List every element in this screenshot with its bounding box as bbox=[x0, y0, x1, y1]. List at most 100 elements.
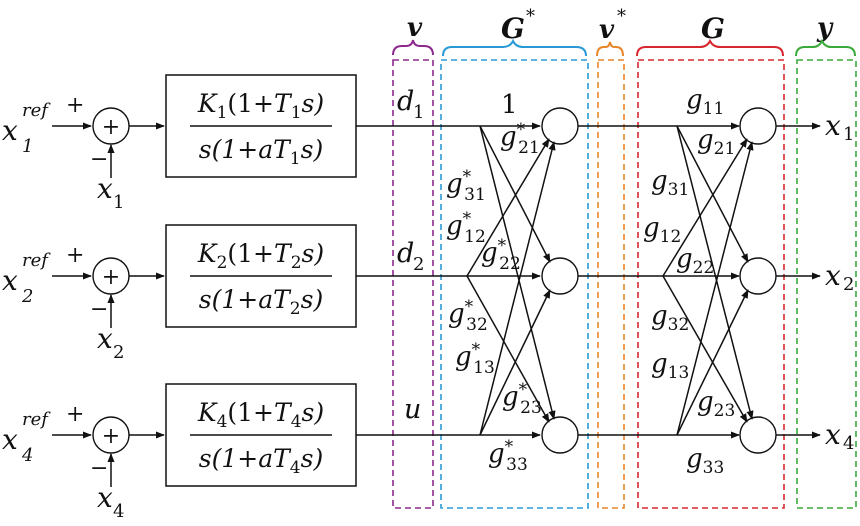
gstar-edge-1-2 bbox=[479, 125, 551, 263]
header-y-label: y bbox=[816, 13, 834, 43]
gstar-edge-3-1 bbox=[479, 141, 556, 436]
header-vstar: v * bbox=[596, 6, 626, 509]
brace-gstar bbox=[442, 38, 587, 57]
g-edge-1-3 bbox=[676, 125, 754, 420]
dashed-region-g bbox=[637, 59, 785, 509]
ref-input-2-sub: 2 bbox=[21, 286, 33, 307]
summing-junction-1-plus: + bbox=[102, 115, 120, 140]
header-vstar-label: v bbox=[599, 15, 615, 45]
signal-u: u bbox=[404, 394, 421, 425]
g-coupling-lines bbox=[662, 125, 754, 436]
header-gstar: G * bbox=[440, 6, 589, 509]
dashed-region-y bbox=[796, 59, 857, 509]
header-gstar-label: G bbox=[501, 12, 525, 45]
brace-v bbox=[392, 39, 434, 56]
minus-sign-4: − bbox=[90, 456, 108, 481]
brace-y bbox=[795, 38, 856, 57]
brace-g bbox=[636, 38, 784, 57]
sum-node-g-1 bbox=[739, 107, 777, 145]
sum-node-g-3 bbox=[739, 416, 777, 454]
loop-row-2: x 2 ref + + − x 2 K2(1+T2s) s(1+aT2s) d … bbox=[2, 224, 854, 363]
output-2-sub: 2 bbox=[843, 274, 854, 295]
dashed-region-gstar bbox=[440, 59, 589, 509]
sum-node-gstar-2 bbox=[541, 257, 579, 295]
gstar-edge-3-2 bbox=[479, 289, 551, 436]
sum-node-g-2 bbox=[739, 257, 777, 295]
signal-d1: d bbox=[397, 86, 414, 117]
ref-input-2-sup: ref bbox=[22, 250, 51, 271]
plus-sign-4: + bbox=[66, 402, 84, 427]
gstar-edge-1-3 bbox=[479, 125, 556, 420]
gain-gstar-12: g*12 bbox=[446, 209, 486, 247]
ref-input-4-sup: ref bbox=[22, 409, 51, 430]
signal-d2-sub: 2 bbox=[413, 254, 424, 275]
g-edge-3-1 bbox=[676, 141, 754, 436]
gain-gstar-22: g*22 bbox=[481, 236, 521, 274]
gain-gstar-23: g*23 bbox=[502, 380, 542, 418]
feedback-4-sub: 4 bbox=[113, 501, 124, 522]
gain-g-21: g21 bbox=[697, 125, 735, 159]
output-4-sub: 4 bbox=[843, 433, 854, 454]
gstar-edge-2-1 bbox=[466, 138, 550, 277]
loop-row-3: x 4 ref + + − x 4 K4(1+T4s) s(1+aT4s) u … bbox=[2, 383, 854, 522]
gain-g-13: g13 bbox=[651, 349, 689, 383]
feedback-2-x: x bbox=[97, 322, 113, 355]
gain-g-22: g22 bbox=[676, 244, 714, 278]
summing-junction-2-plus: + bbox=[102, 265, 120, 290]
block-2-numerator: K2(1+T2s) bbox=[197, 239, 324, 273]
loop-row-1: x 1 ref + + − x 1 K1(1+T1s) s(1+aT1s) d … bbox=[2, 74, 854, 213]
brace-vstar bbox=[596, 41, 624, 57]
output-1-x: x bbox=[825, 109, 841, 142]
ref-input-4-x: x bbox=[2, 423, 18, 456]
block-4-denominator: s(1+aT4s) bbox=[199, 444, 323, 478]
g-edge-3-2 bbox=[676, 289, 749, 436]
header-vstar-sup: * bbox=[617, 6, 626, 27]
gain-g-23: g23 bbox=[697, 387, 735, 421]
gain-g-12: g12 bbox=[643, 213, 681, 247]
gain-gstar-33: g*33 bbox=[488, 437, 528, 475]
ref-input-1-sup: ref bbox=[22, 100, 51, 121]
gain-g-31: g31 bbox=[651, 166, 689, 200]
signal-d2: d bbox=[397, 238, 414, 269]
gain-gstar-21: g*21 bbox=[500, 120, 540, 158]
header-v-label: v bbox=[407, 13, 423, 43]
feedback-2-sub: 2 bbox=[113, 342, 124, 363]
output-1-sub: 1 bbox=[843, 124, 854, 145]
output-2-x: x bbox=[825, 259, 841, 292]
header-g: G bbox=[636, 12, 785, 509]
feedback-1-x: x bbox=[97, 172, 113, 205]
gstar-coupling-lines bbox=[466, 125, 556, 436]
plus-sign-2: + bbox=[66, 243, 84, 268]
ref-input-1-x: x bbox=[2, 114, 18, 147]
header-g-label: G bbox=[701, 12, 725, 45]
summing-junction-4-plus: + bbox=[102, 424, 120, 449]
gain-g-32: g32 bbox=[651, 301, 689, 335]
dashed-region-v bbox=[392, 59, 434, 509]
gstar-edge-2-3 bbox=[466, 275, 550, 423]
dashed-region-vstar bbox=[597, 59, 625, 509]
block-1-denominator: s(1+aT1s) bbox=[199, 135, 323, 169]
g-gain-labels: g11 g21 g31 g12 g22 g32 g13 g23 g33 bbox=[643, 85, 735, 478]
gstar-gain-labels: g*21 g*31 g*12 g*22 g*32 g*13 g*23 g*33 bbox=[446, 120, 542, 475]
block-2-denominator: s(1+aT2s) bbox=[199, 285, 323, 319]
g-edge-2-3 bbox=[662, 275, 748, 423]
ref-input-4-sub: 4 bbox=[21, 445, 33, 466]
ref-input-1-sub: 1 bbox=[22, 136, 33, 157]
minus-sign-2: − bbox=[90, 297, 108, 322]
header-v: v bbox=[392, 13, 434, 509]
header-gstar-sup: * bbox=[526, 6, 535, 27]
feedback-1-sub: 1 bbox=[113, 192, 124, 213]
gain-gstar-13: g*13 bbox=[455, 340, 495, 378]
block-1-numerator: K1(1+T1s) bbox=[197, 89, 324, 123]
sum-node-gstar-3 bbox=[541, 416, 579, 454]
g-edge-2-1 bbox=[662, 138, 748, 277]
output-4-x: x bbox=[825, 418, 841, 451]
header-y: y bbox=[795, 13, 857, 509]
gain-one: 1 bbox=[501, 90, 518, 120]
ref-input-2-x: x bbox=[2, 264, 18, 297]
plus-sign-1: + bbox=[66, 93, 84, 118]
gain-gstar-31: g*31 bbox=[446, 167, 486, 205]
minus-sign-1: − bbox=[90, 147, 108, 172]
feedback-4-x: x bbox=[97, 481, 113, 514]
